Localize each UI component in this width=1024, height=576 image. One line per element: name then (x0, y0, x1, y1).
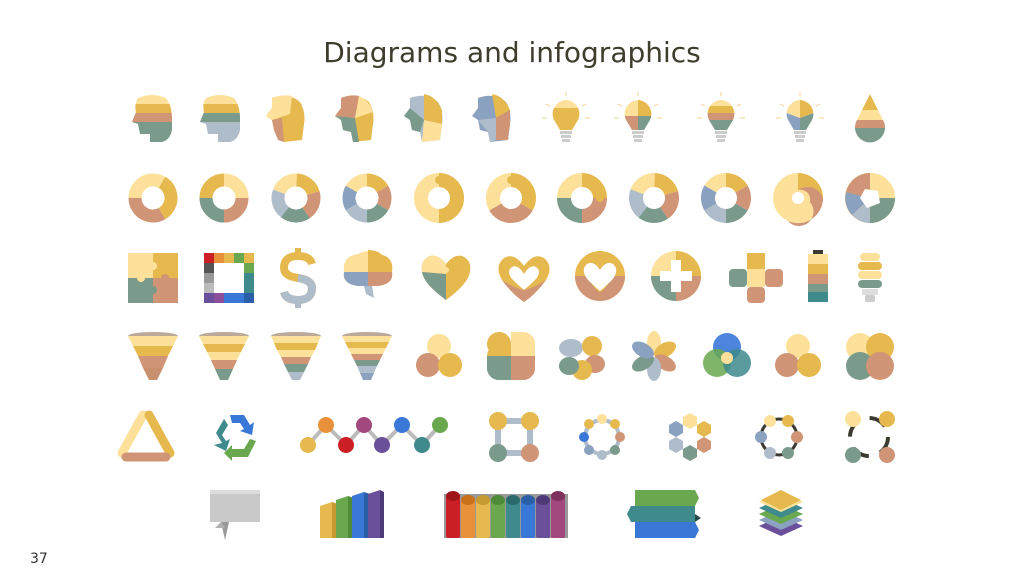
funnel-icon (199, 332, 249, 380)
bulb-stripes-icon (542, 92, 590, 142)
head-puzzle-icon (266, 95, 305, 142)
head-stripes-icon (132, 95, 172, 142)
square-cycle-icon (489, 412, 539, 462)
ring-puzzle-icon (486, 173, 536, 223)
venn-three-icon (775, 334, 821, 377)
ring-puzzle-icon (414, 173, 464, 223)
heart-puzzle-icon (421, 255, 471, 300)
venn-overlap-icon (846, 333, 894, 380)
flower-six-icon (632, 331, 676, 381)
ring-cycle-icon (128, 173, 178, 223)
page-number: 37 (30, 551, 48, 567)
puzzle-square-icon (128, 253, 178, 303)
flower-icon (559, 336, 605, 380)
ring-cycle-icon (199, 173, 249, 223)
ring-puzzle-icon (701, 173, 751, 223)
speech-banner-icon (210, 490, 260, 540)
layer-stack-icon (759, 490, 803, 536)
triangle-cycle-icon (117, 410, 175, 462)
circle-arrows-icon (845, 411, 895, 463)
dollar-icon (279, 248, 317, 308)
cross-circle-icon (651, 251, 701, 301)
clover-icon (487, 332, 535, 380)
ribbon-stack-icon (627, 490, 701, 538)
heart-circle-icon (575, 251, 625, 301)
circle-nodes-icon (755, 415, 803, 459)
ring-puzzle-icon (629, 173, 679, 223)
swirl-icon (773, 173, 824, 227)
cross-puzzle-icon (729, 253, 783, 303)
page-title: Diagrams and infographics (323, 36, 701, 69)
hexagon-ring-icon (669, 413, 711, 461)
head-puzzle-icon (404, 94, 443, 142)
recycle-icon (214, 415, 256, 461)
funnel-icon (128, 332, 178, 380)
puzzle-frame-icon (204, 253, 254, 303)
funnel-icon (271, 332, 321, 380)
bulb-stripes-icon (697, 92, 745, 142)
ring-cycle-icon (271, 173, 321, 223)
aperture-icon (845, 173, 895, 223)
venn-color-icon (703, 333, 751, 377)
ring-cycle-icon (342, 173, 392, 223)
heart-ring-icon (498, 256, 550, 302)
brain-puzzle-icon (343, 250, 393, 298)
head-stripes-icon (200, 95, 240, 142)
head-puzzle-icon (335, 95, 374, 142)
bulb-segments-icon (776, 92, 824, 142)
bulb-segments-icon (614, 92, 662, 142)
head-puzzle-icon (472, 94, 511, 142)
circle-nodes-icon (579, 414, 625, 460)
funnel-icon (342, 332, 392, 380)
bar-columns-icon (320, 490, 384, 538)
timeline-dots-icon (300, 417, 448, 453)
ring-puzzle-icon (557, 173, 607, 223)
lamp-icon (858, 253, 882, 302)
battery-icon (808, 250, 828, 302)
venn-three-icon (416, 334, 462, 377)
drop-stripes-icon (854, 94, 886, 143)
color-tubes-icon (444, 491, 568, 538)
